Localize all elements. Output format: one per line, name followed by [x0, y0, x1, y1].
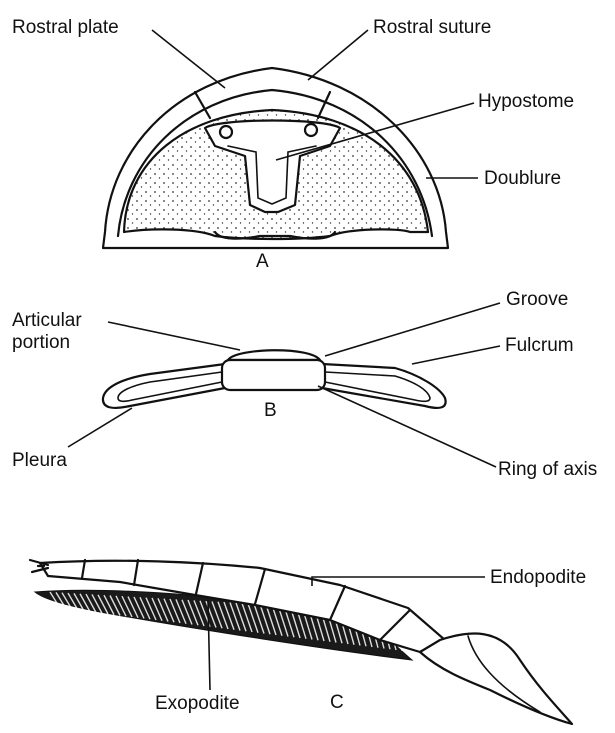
leader-groove [325, 303, 500, 356]
leader-fulcrum [412, 346, 500, 364]
rostral-suture-right [318, 92, 330, 118]
label-articular-portion-line1: Articular [12, 310, 82, 331]
label-endopodite: Endopodite [490, 567, 586, 588]
label-doublure: Doublure [484, 168, 561, 189]
leader-articular-portion [108, 322, 240, 350]
label-hypostome: Hypostome [478, 91, 574, 112]
label-articular-portion-line2: portion [12, 332, 70, 353]
label-exopodite: Exopodite [155, 693, 240, 714]
label-groove: Groove [506, 289, 568, 310]
label-rostral-plate: Rostral plate [12, 17, 119, 38]
label-rostral-suture: Rostral suture [373, 17, 491, 38]
leader-rostral-suture [308, 30, 368, 80]
label-fig-b: B [264, 400, 277, 421]
label-fulcrum: Fulcrum [505, 335, 574, 356]
label-ring-of-axis: Ring of axis [498, 459, 597, 480]
articular-portion-shape [228, 350, 320, 360]
leader-rostral-plate [152, 30, 225, 88]
figure-a-cephalon [103, 68, 448, 248]
label-fig-c: C [330, 692, 344, 713]
label-pleura: Pleura [12, 450, 67, 471]
axial-ring [222, 360, 325, 390]
leader-pleura [68, 408, 132, 447]
label-fig-a: A [256, 251, 269, 272]
